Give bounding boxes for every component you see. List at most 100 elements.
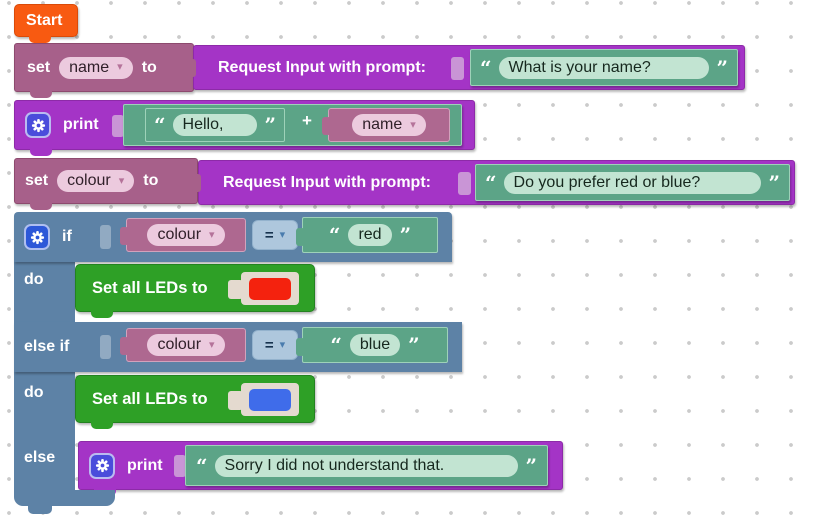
to-keyword: to	[141, 58, 157, 76]
to-keyword: to	[143, 172, 159, 189]
start-label: Start	[26, 11, 63, 29]
string-field[interactable]: Sorry I did not understand that.	[214, 454, 519, 477]
variable-dropdown[interactable]: colour ▾	[57, 170, 135, 192]
equals-dropdown-block[interactable]: = ▾	[252, 330, 298, 360]
open-quote-icon: “	[328, 223, 341, 247]
variable-name: name	[69, 58, 110, 76]
input-socket	[228, 280, 243, 299]
close-quote-icon: ”	[408, 333, 420, 357]
set-variable-block[interactable]: set colour ▾ to	[14, 158, 198, 210]
value-plug	[120, 227, 129, 245]
if-block-spine[interactable]	[14, 261, 75, 491]
chevron-down-icon: ▾	[118, 174, 125, 187]
set-leds-label: Set all LEDs to	[92, 278, 208, 297]
set-leds-block[interactable]: Set all LEDs to	[75, 375, 315, 429]
variable-name: colour	[67, 172, 111, 189]
print-label: print	[63, 116, 99, 133]
variable-dropdown[interactable]: colour ▾	[147, 224, 225, 246]
close-quote-icon: ”	[399, 223, 412, 247]
chevron-down-icon: ▾	[279, 338, 286, 351]
led-colour-swatch-blue[interactable]	[249, 388, 291, 411]
open-quote-icon: “	[154, 113, 166, 137]
variable-block[interactable]: name ▾	[322, 108, 450, 142]
else-label: else	[24, 449, 56, 466]
value-plug	[322, 117, 331, 135]
set-leds-label: Set all LEDs to	[92, 389, 208, 408]
gear-icon[interactable]	[24, 224, 50, 250]
close-quote-icon: ”	[264, 113, 276, 137]
request-input-label: Request Input with prompt:	[223, 173, 431, 191]
gear-icon[interactable]	[89, 452, 115, 479]
string-literal-block[interactable]: “ Do you prefer red or blue? ”	[475, 164, 790, 201]
chevron-down-icon: ▾	[209, 338, 215, 351]
do-label: do	[24, 271, 44, 288]
string-literal-block[interactable]: “ red ”	[296, 217, 438, 253]
connection-tab	[28, 505, 52, 514]
colour-picker-field[interactable]	[241, 272, 299, 305]
set-keyword: set	[25, 172, 49, 189]
connection-tab	[91, 309, 113, 318]
gear-icon[interactable]	[25, 112, 51, 138]
request-input-label: Request Input with prompt:	[218, 58, 426, 76]
equals-operator: =	[264, 336, 274, 354]
open-quote-icon: “	[480, 55, 492, 80]
close-quote-icon: ”	[525, 453, 537, 478]
if-block-footer[interactable]	[14, 490, 115, 514]
plus-operator: +	[302, 111, 312, 130]
variable-name: colour	[157, 226, 202, 243]
open-quote-icon: “	[330, 333, 342, 357]
equals-operator: =	[264, 226, 274, 244]
do-label: do	[24, 384, 44, 401]
variable-block[interactable]: colour ▾	[120, 328, 246, 362]
led-colour-swatch-red[interactable]	[249, 277, 291, 300]
set-keyword: set	[27, 58, 51, 76]
string-field[interactable]: What is your name?	[498, 56, 710, 79]
input-socket	[100, 335, 111, 359]
input-socket	[112, 115, 124, 137]
variable-dropdown[interactable]: name ▾	[352, 114, 426, 136]
string-literal-block[interactable]: “ Hello, ”	[145, 108, 285, 142]
set-leds-block[interactable]: Set all LEDs to	[75, 264, 315, 318]
connection-tab	[30, 201, 52, 210]
chevron-down-icon: ▾	[209, 228, 215, 241]
open-quote-icon: “	[196, 453, 208, 478]
connection-tab	[30, 89, 52, 98]
set-variable-block[interactable]: set name ▾ to	[14, 43, 194, 98]
print-label: print	[127, 456, 163, 474]
start-block[interactable]: Start	[14, 4, 78, 43]
value-plug	[192, 174, 201, 192]
equals-dropdown-block[interactable]: = ▾	[252, 220, 298, 250]
string-literal-block[interactable]: “ What is your name? ”	[470, 49, 738, 86]
value-plug	[187, 59, 196, 77]
connection-tab	[30, 147, 52, 156]
variable-block[interactable]: colour ▾	[120, 218, 246, 252]
input-socket	[174, 455, 186, 477]
string-literal-block[interactable]: “ blue ”	[296, 327, 448, 363]
variable-dropdown[interactable]: colour ▾	[147, 334, 225, 356]
variable-name: colour	[157, 336, 202, 353]
chevron-down-icon: ▾	[410, 118, 416, 131]
string-field[interactable]: blue	[349, 334, 401, 356]
connection-tab	[29, 34, 51, 43]
chevron-down-icon: ▾	[279, 228, 286, 241]
input-socket	[100, 225, 111, 249]
variable-dropdown[interactable]: name ▾	[59, 56, 133, 79]
value-plug	[120, 337, 129, 355]
close-quote-icon: ”	[768, 170, 780, 195]
string-field[interactable]: red	[348, 224, 392, 246]
string-field[interactable]: Do you prefer red or blue?	[503, 171, 762, 194]
value-plug	[296, 338, 305, 356]
if-label: if	[62, 228, 72, 245]
string-field[interactable]: Hello,	[172, 114, 258, 136]
value-plug	[296, 228, 305, 246]
chevron-down-icon: ▾	[117, 61, 123, 73]
colour-picker-field[interactable]	[241, 383, 299, 416]
string-literal-block[interactable]: “ Sorry I did not understand that. ”	[185, 445, 548, 486]
close-quote-icon: ”	[716, 55, 728, 80]
